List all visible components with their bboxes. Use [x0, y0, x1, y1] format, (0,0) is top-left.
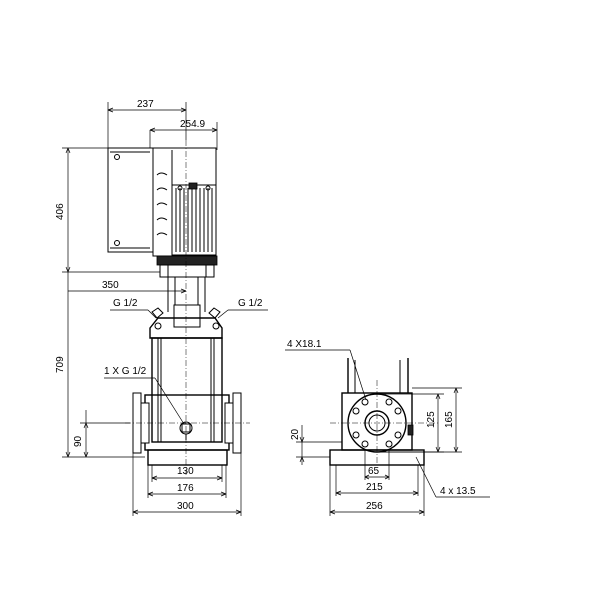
coupling: [167, 277, 206, 328]
dim-65-label: 65: [368, 466, 380, 477]
dim-20-label: 20: [290, 428, 301, 440]
callout-g-right-label: G 1/2: [238, 298, 263, 309]
callout-flange-holes-label: 4 X18.1: [287, 339, 322, 350]
callout-g-left-label: G 1/2: [113, 298, 138, 309]
dim-90-label: 90: [73, 435, 84, 447]
dim-350: 350: [68, 280, 187, 294]
dim-237-label: 237: [137, 99, 154, 110]
dim-176: 176: [147, 465, 227, 498]
dim-215: 215: [335, 465, 419, 496]
dim-300: 300: [132, 453, 242, 516]
callout-base-holes-label: 4 x 13.5: [440, 486, 476, 497]
callout-g-right: G 1/2: [217, 298, 268, 319]
callout-g-left: G 1/2: [110, 298, 157, 319]
dim-300-label: 300: [177, 501, 194, 512]
dim-350-label: 350: [102, 280, 119, 291]
dim-406: 406: [55, 147, 160, 273]
dim-709-label: 709: [55, 356, 66, 373]
dim-90: 90: [73, 410, 130, 458]
callout-base-holes: 4 x 13.5: [415, 456, 490, 498]
dim-125-label: 125: [426, 411, 437, 428]
dim-165-label: 165: [444, 411, 455, 428]
dim-130-label: 130: [177, 466, 194, 477]
side-view: 4 X18.1 20 125 165: [285, 339, 490, 516]
pump-sleeve: [151, 337, 223, 443]
dim-254-9-label: 254.9: [180, 119, 205, 130]
callout-drain-label: 1 X G 1/2: [104, 366, 147, 377]
front-view: 237 254.9 406 350 709: [55, 99, 268, 516]
callout-flange-holes: 4 X18.1: [285, 339, 367, 401]
dim-215-label: 215: [366, 482, 383, 493]
callout-drain: 1 X G 1/2: [104, 366, 185, 425]
side-sleeve: [347, 358, 409, 393]
dim-165: 165: [377, 387, 462, 453]
dim-130: 130: [151, 465, 223, 482]
motor-flange: [156, 255, 218, 278]
dim-237: 237: [107, 99, 187, 150]
dim-256-label: 256: [366, 501, 383, 512]
dim-254-9: 254.9: [149, 119, 218, 150]
dim-20: 20: [290, 425, 342, 465]
pump-base: [132, 392, 242, 466]
dim-176-label: 176: [177, 483, 194, 494]
motor-body: [152, 147, 217, 257]
motor-terminal-box: [107, 147, 154, 253]
dim-65: 65: [364, 450, 390, 480]
dim-709: 709: [55, 272, 145, 458]
dim-406-label: 406: [55, 203, 66, 220]
